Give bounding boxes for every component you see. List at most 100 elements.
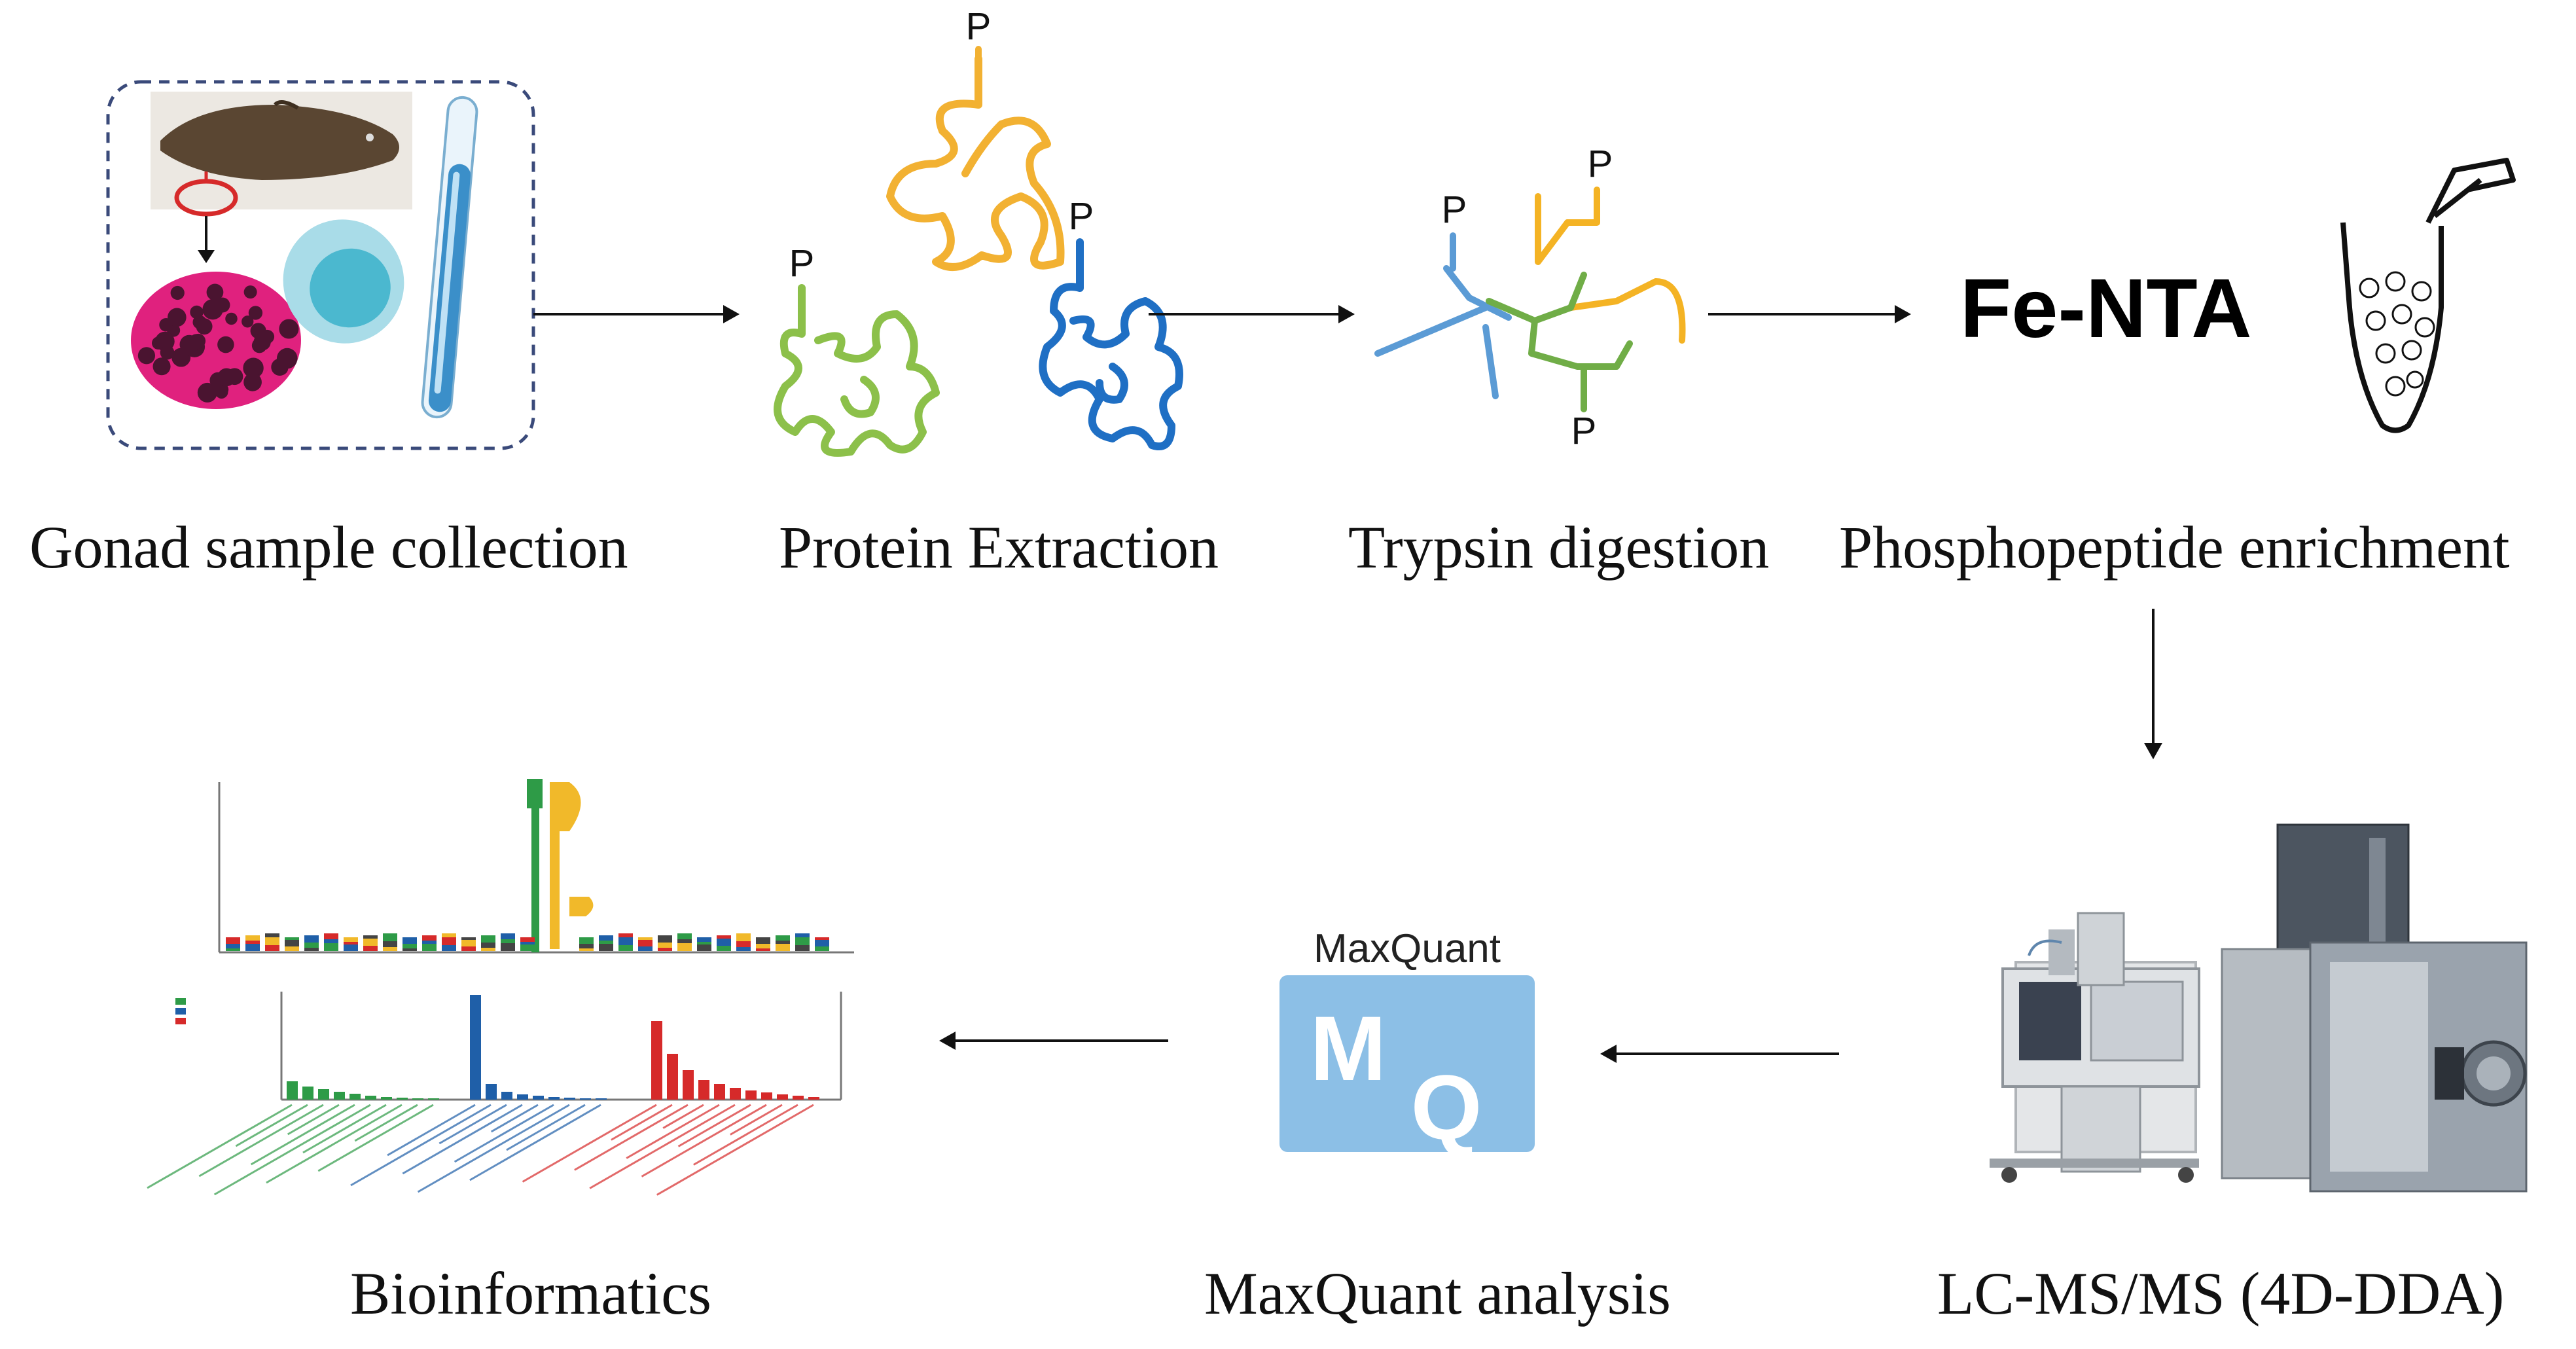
- mq-logo-q: Q: [1411, 1056, 1482, 1159]
- logo-letter-mark: [756, 948, 770, 951]
- go-enrichment-bar: [698, 1080, 709, 1100]
- go-enrichment-bar: [714, 1084, 725, 1100]
- gonad-cell-dot: [202, 298, 223, 320]
- logo-letter-mark: [422, 944, 437, 951]
- go-term-label-mark: [506, 1104, 586, 1151]
- logo-letter-mark: [658, 943, 672, 948]
- gonad-cell-dot: [253, 333, 271, 351]
- logo-letter-mark: [579, 948, 594, 951]
- logo-letter-mark: [599, 935, 613, 941]
- go-enrichment-bar: [683, 1070, 694, 1100]
- peptide-blue-icon: [1374, 232, 1512, 399]
- go-term-label-mark: [402, 1104, 523, 1175]
- logo-letter-mark: [344, 937, 358, 942]
- logo-letter-mark: [658, 948, 672, 951]
- logo-letter-mark: [285, 946, 299, 951]
- gonad-cell-dot: [197, 382, 217, 403]
- logo-letter-mark: [579, 937, 594, 944]
- logo-letter-mark: [363, 939, 378, 946]
- logo-letter-mark: [285, 937, 299, 940]
- step-label-gonad: Gonad sample collection: [29, 514, 628, 581]
- go-term-label-mark: [469, 1104, 601, 1181]
- go-term-label-mark: [198, 1104, 324, 1178]
- logo-letter-mark: [815, 940, 829, 946]
- sequence-logo-chart-icon: [218, 779, 854, 954]
- logo-letter-mark: [383, 933, 397, 941]
- phospho-marker-peptide-1: P: [1442, 189, 1467, 231]
- logo-letter-mark: [520, 944, 535, 951]
- go-enrichment-bar: [808, 1097, 819, 1100]
- logo-letter-mark: [481, 943, 495, 948]
- logo-letter-mark: [324, 933, 338, 939]
- gonad-cell-dot: [241, 315, 254, 328]
- logo-letter-mark: [815, 937, 829, 940]
- step-label-protein: Protein Extraction: [779, 514, 1219, 581]
- phospho-marker-orange: P: [966, 5, 992, 48]
- logo-letter-mark: [795, 937, 810, 945]
- logo-letter-mark: [481, 935, 495, 943]
- go-enrichment-bar: [412, 1098, 423, 1100]
- go-term-label-mark: [213, 1104, 371, 1196]
- arrow-gonad-to-protein: [533, 305, 740, 323]
- logo-letter-mark: [461, 937, 476, 940]
- go-enrichment-bar: [428, 1098, 439, 1100]
- go-enrichment-bar: [761, 1092, 772, 1100]
- bioinformatics-panel: [147, 779, 854, 1196]
- logo-letter-mark: [363, 946, 378, 951]
- gonad-cell-dot: [170, 285, 185, 300]
- phospho-enrichment-panel: Fe-NTA: [1960, 158, 2516, 433]
- logo-letter-mark: [285, 940, 299, 946]
- logo-letter-mark: [402, 944, 417, 948]
- go-enrichment-bar: [349, 1094, 361, 1100]
- logo-letter-mark: [383, 947, 397, 951]
- go-enrichment-bar: [318, 1089, 329, 1100]
- logo-letter-mark: [736, 933, 751, 941]
- gonad-cell-dot: [137, 347, 156, 365]
- gonad-tissue-icon: [131, 272, 301, 409]
- go-enrichment-bar: [334, 1092, 345, 1100]
- gonad-cell-dot: [188, 334, 204, 350]
- go-term-label-mark: [656, 1104, 814, 1196]
- go-enrichment-bar: [397, 1098, 408, 1100]
- go-enrichment-bar: [381, 1097, 392, 1100]
- go-enrichment-chart-icon: [175, 992, 842, 1101]
- step-label-lcms: LC-MS/MS (4D-DDA): [1937, 1260, 2505, 1327]
- logo-letter-mark: [697, 937, 711, 942]
- logo-letter-mark: [383, 941, 397, 947]
- logo-letter-mark: [402, 937, 417, 944]
- logo-letter-mark: [599, 944, 613, 951]
- gonad-cell-dot: [243, 285, 257, 299]
- mq-logo-m: M: [1310, 997, 1387, 1100]
- gonad-cell-dot: [279, 319, 299, 339]
- logo-letter-mark: [245, 944, 260, 951]
- logo-letter-mark: [520, 942, 535, 944]
- logo-letter-mark: [226, 948, 240, 951]
- logo-letter-mark: [324, 939, 338, 943]
- go-term-label-mark: [317, 1104, 434, 1172]
- resin-beads: [2359, 271, 2435, 397]
- logo-letter-mark: [265, 945, 279, 951]
- gonad-cell-dot: [217, 336, 234, 353]
- protein-green-icon: [774, 284, 940, 457]
- logo-letter-mark: [717, 946, 731, 951]
- go-term-label-mark: [250, 1104, 355, 1166]
- logo-letter-mark: [501, 933, 515, 939]
- go-enrichment-bar: [564, 1098, 575, 1100]
- phospho-marker-blue: P: [1069, 195, 1094, 238]
- logo-letter-mark: [618, 945, 633, 951]
- arrow-enrichment-to-lcms: [2144, 609, 2162, 759]
- go-term-label-mark: [438, 1104, 507, 1145]
- logo-letter-mark: [599, 941, 613, 944]
- go-term-label-mark: [287, 1104, 340, 1136]
- logo-letter-mark: [520, 937, 535, 942]
- gonad-sample-panel: [106, 80, 535, 450]
- go-term-label-mark: [490, 1104, 539, 1133]
- lc-system-icon: [1990, 912, 2200, 1183]
- step-label-bioinfo: Bioinformatics: [350, 1260, 711, 1327]
- logo-letter-mark: [677, 939, 692, 943]
- mass-spectrometer-icon: [1990, 823, 2528, 1193]
- cell-icon: [283, 219, 404, 344]
- go-term-label-mark: [147, 1104, 293, 1189]
- logo-letter-mark: [324, 943, 338, 951]
